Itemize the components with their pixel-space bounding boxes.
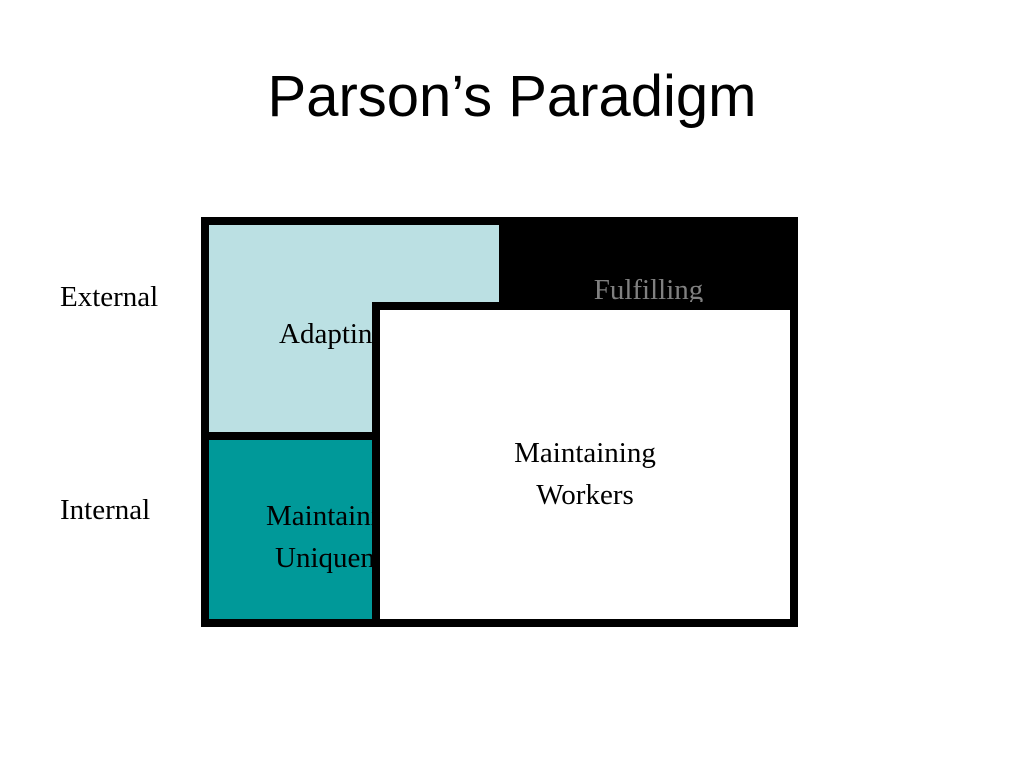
quadrant-fulfilling-label: Fulfilling (593, 274, 704, 306)
quadrant-adapting-label: Adapting (279, 318, 387, 350)
quadrant-maintaining-workers: Maintaining Workers (372, 302, 798, 627)
quadrant-maintaining-workers-line2: Workers (536, 479, 634, 511)
slide-title: Parson’s Paradigm (267, 64, 757, 129)
row-label-external: External (60, 281, 159, 313)
row-label-internal: Internal (60, 494, 151, 526)
quadrant-maintaining-workers-line1: Maintaining (514, 437, 656, 469)
